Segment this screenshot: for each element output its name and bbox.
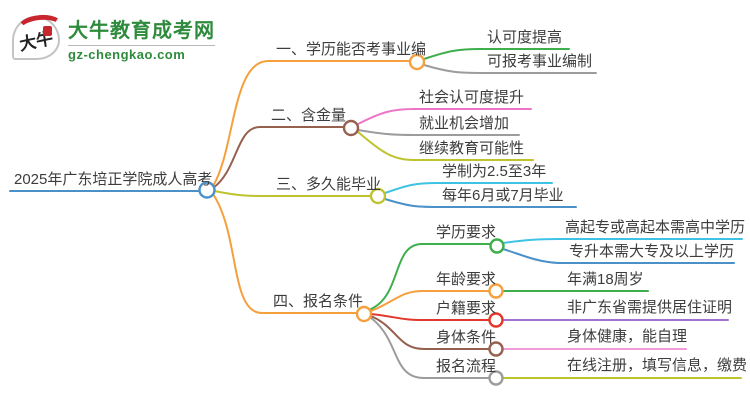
logo-divider [68, 45, 215, 46]
branch2-child2[interactable]: 就业机会增加 [419, 115, 510, 132]
node-circle-branch4[interactable] [355, 305, 373, 323]
branch3-child1[interactable]: 学制为2.5至3年 [442, 163, 547, 180]
edge-edu-child2 [502, 248, 735, 264]
site-domain: gz-chengkao.com [68, 47, 186, 62]
edge-branch2-child2 [357, 129, 520, 136]
branch4-age-topic[interactable]: 年龄要求 [436, 271, 497, 288]
branch4-residence-topic[interactable]: 户籍要求 [436, 300, 497, 317]
node-circle-health[interactable] [488, 341, 504, 357]
age-value[interactable]: 年满18周岁 [567, 271, 644, 288]
site-name: 大牛教育成考网 [68, 20, 215, 42]
edge-branch3-child1 [384, 182, 553, 194]
edge-edu-child1 [502, 238, 743, 244]
branch2-child3[interactable]: 继续教育可能性 [419, 140, 525, 157]
edge-root-branch1 [212, 60, 411, 187]
branch1-child2[interactable]: 可报考事业编制 [487, 53, 593, 70]
branch4-topic[interactable]: 四、报名条件 [273, 293, 364, 310]
branch4-edu-topic[interactable]: 学历要求 [436, 224, 497, 241]
edge-branch1-child1 [423, 48, 570, 60]
logo-bubble-icon: 大牛 [12, 12, 65, 60]
branch4-process-topic[interactable]: 报名流程 [436, 358, 497, 375]
edu-child2[interactable]: 专升本需大专及以上学历 [569, 243, 735, 260]
branch4-health-topic[interactable]: 身体条件 [436, 329, 497, 346]
edge-branch2-child3 [357, 131, 534, 161]
edge-branch4-edu [370, 243, 491, 310]
edge-branch2-child1 [357, 108, 532, 125]
edge-root-branch2 [212, 126, 345, 189]
edge-branch4-age [370, 290, 490, 312]
branch2-child1[interactable]: 社会认可度提升 [419, 89, 525, 106]
residence-value[interactable]: 非广东省需提供居住证明 [567, 299, 733, 316]
node-circle-edu[interactable] [489, 238, 505, 254]
node-circle-process[interactable] [488, 370, 504, 386]
node-circle-branch3[interactable] [369, 187, 387, 205]
edge-branch4-residence [370, 313, 490, 321]
edge-branch1-child2 [423, 64, 597, 74]
edge-root-branch3 [213, 190, 372, 197]
branch2-topic[interactable]: 二、含金量 [271, 107, 347, 124]
edu-child1[interactable]: 高起专或高起本需高中学历 [565, 219, 746, 236]
edge-branch4-process [370, 317, 490, 379]
branch3-topic[interactable]: 三、多久能毕业 [276, 176, 382, 193]
edge-branch3-child2 [384, 198, 577, 208]
node-circle-root[interactable] [198, 181, 216, 199]
health-value[interactable]: 身体健康，能自理 [567, 328, 688, 345]
root-topic[interactable]: 2025年广东培正学院成人高考 [14, 171, 213, 188]
branch1-topic[interactable]: 一、学历能否考事业编 [276, 41, 427, 58]
logo-seal-icon [43, 26, 52, 36]
process-value[interactable]: 在线注册，填写信息，缴费 [567, 357, 748, 374]
edge-branch4-health [370, 315, 490, 350]
branch1-child1[interactable]: 认可度提高 [487, 29, 563, 46]
edge-root-branch4 [212, 193, 358, 314]
node-circle-residence[interactable] [488, 312, 504, 328]
node-circle-branch1[interactable] [408, 53, 426, 71]
site-logo[interactable]: 大牛 大牛教育成考网 gz-chengkao.com [12, 12, 215, 62]
node-circle-age[interactable] [488, 283, 504, 299]
node-circle-branch2[interactable] [342, 119, 360, 137]
branch3-child2[interactable]: 每年6月或7月毕业 [442, 187, 564, 204]
logo-text-block: 大牛教育成考网 gz-chengkao.com [68, 14, 215, 62]
